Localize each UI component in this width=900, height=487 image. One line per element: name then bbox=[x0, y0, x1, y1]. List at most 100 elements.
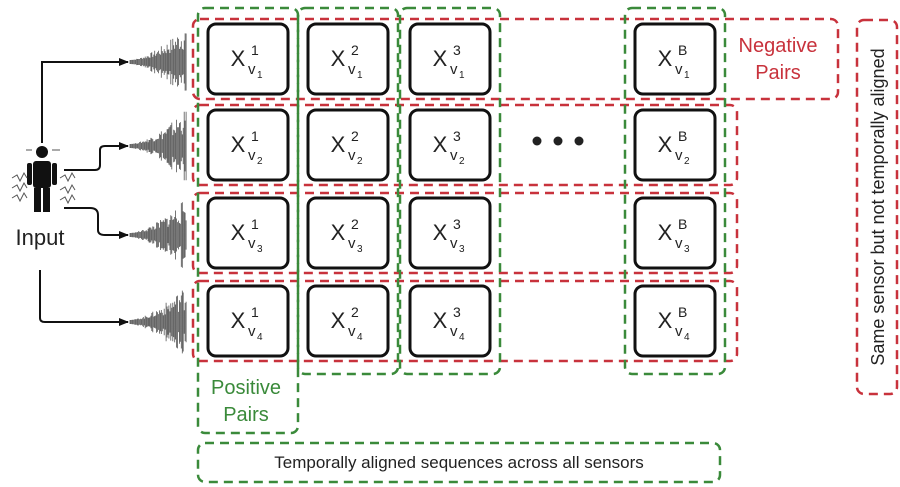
cell-label: X bbox=[433, 220, 448, 245]
cell-subscript: v bbox=[450, 147, 458, 164]
cell-box bbox=[206, 22, 290, 96]
cell-subscript-index: 4 bbox=[357, 332, 363, 343]
cell-label: X bbox=[231, 220, 246, 245]
cell-box bbox=[408, 284, 492, 358]
ellipsis-dot bbox=[532, 136, 542, 146]
cell-subscript: v bbox=[348, 147, 356, 164]
cell-box bbox=[408, 22, 492, 96]
side-label-box bbox=[855, 18, 899, 396]
cell-subscript-index: 2 bbox=[357, 156, 363, 167]
negative-row-bracket bbox=[191, 279, 739, 363]
cell-superscript: B bbox=[678, 216, 687, 232]
cell-box bbox=[206, 108, 290, 182]
cell-box bbox=[306, 284, 390, 358]
cell-label: X bbox=[231, 308, 246, 333]
ellipsis-dots bbox=[532, 136, 584, 146]
negative-pairs-label-line1: Negative bbox=[739, 35, 818, 57]
cell-superscript: 3 bbox=[453, 304, 461, 320]
cell-subscript-index: 3 bbox=[357, 244, 363, 255]
cell-subscript: v bbox=[248, 235, 256, 252]
bottom-label-box bbox=[196, 441, 722, 484]
cell-box bbox=[408, 196, 492, 270]
cell-subscript: v bbox=[248, 323, 256, 340]
person-with-sensors-icon bbox=[11, 146, 76, 212]
cell-superscript: 2 bbox=[351, 128, 359, 144]
cell-subscript: v bbox=[450, 323, 458, 340]
positive-pairs-label-line2: Pairs bbox=[223, 404, 269, 426]
positive-column-bracket bbox=[196, 6, 300, 435]
cell-subscript-index: 1 bbox=[459, 70, 465, 81]
cell-subscript-index: 2 bbox=[257, 156, 263, 167]
negative-row-bracket bbox=[191, 103, 739, 187]
cell-superscript: 1 bbox=[251, 216, 259, 232]
cell-subscript: v bbox=[450, 61, 458, 78]
cell-subscript-index: 3 bbox=[459, 244, 465, 255]
cell-label: X bbox=[231, 132, 246, 157]
cell-superscript: B bbox=[678, 42, 687, 58]
waveform-icon bbox=[129, 111, 187, 181]
cell-subscript: v bbox=[675, 61, 683, 78]
cell-subscript-index: 3 bbox=[684, 244, 690, 255]
positive-pairs-label-line1: Positive bbox=[211, 377, 281, 399]
cell-subscript: v bbox=[450, 235, 458, 252]
cell-label: X bbox=[658, 132, 673, 157]
arrow-to-sensor-2 bbox=[64, 142, 129, 171]
cell-label: X bbox=[658, 308, 673, 333]
arrow-to-sensor-3 bbox=[64, 207, 129, 239]
ellipsis-dot bbox=[553, 136, 563, 146]
cell-subscript: v bbox=[348, 235, 356, 252]
cell-subscript-index: 1 bbox=[684, 70, 690, 81]
cell-box bbox=[306, 108, 390, 182]
cell-label: X bbox=[433, 132, 448, 157]
cell-box bbox=[633, 196, 717, 270]
cell-subscript: v bbox=[348, 323, 356, 340]
waveform-icon bbox=[129, 290, 187, 354]
positive-column-bracket bbox=[398, 6, 502, 376]
cell-superscript: 1 bbox=[251, 304, 259, 320]
cell-box bbox=[408, 108, 492, 182]
cell-superscript: 3 bbox=[453, 128, 461, 144]
input-label: Input bbox=[16, 225, 65, 250]
cell-subscript-index: 4 bbox=[459, 332, 465, 343]
cell-label: X bbox=[658, 220, 673, 245]
negative-pairs-label-line2: Pairs bbox=[755, 62, 801, 84]
cell-label: X bbox=[331, 308, 346, 333]
cell-subscript-index: 4 bbox=[684, 332, 690, 343]
negative-row-brackets bbox=[191, 17, 840, 363]
input-arrows bbox=[39, 58, 129, 326]
cell-superscript: 1 bbox=[251, 128, 259, 144]
waveform-icon bbox=[129, 202, 187, 268]
cell-label: X bbox=[433, 308, 448, 333]
arrow-to-sensor-4 bbox=[39, 270, 129, 326]
negative-row-bracket bbox=[191, 17, 840, 101]
cell-subscript-index: 2 bbox=[684, 156, 690, 167]
cell-box bbox=[633, 22, 717, 96]
cell-subscript: v bbox=[248, 61, 256, 78]
cell-superscript: 3 bbox=[453, 42, 461, 58]
cell-box bbox=[306, 22, 390, 96]
cell-subscript: v bbox=[675, 147, 683, 164]
cell-subscript: v bbox=[675, 235, 683, 252]
cell-box bbox=[206, 284, 290, 358]
arrow-to-sensor-1 bbox=[41, 58, 129, 143]
cell-box bbox=[633, 108, 717, 182]
waveform-icon bbox=[129, 33, 187, 91]
cell-superscript: B bbox=[678, 128, 687, 144]
cell-superscript: 1 bbox=[251, 42, 259, 58]
cell-label: X bbox=[331, 220, 346, 245]
cell-subscript-index: 1 bbox=[357, 70, 363, 81]
